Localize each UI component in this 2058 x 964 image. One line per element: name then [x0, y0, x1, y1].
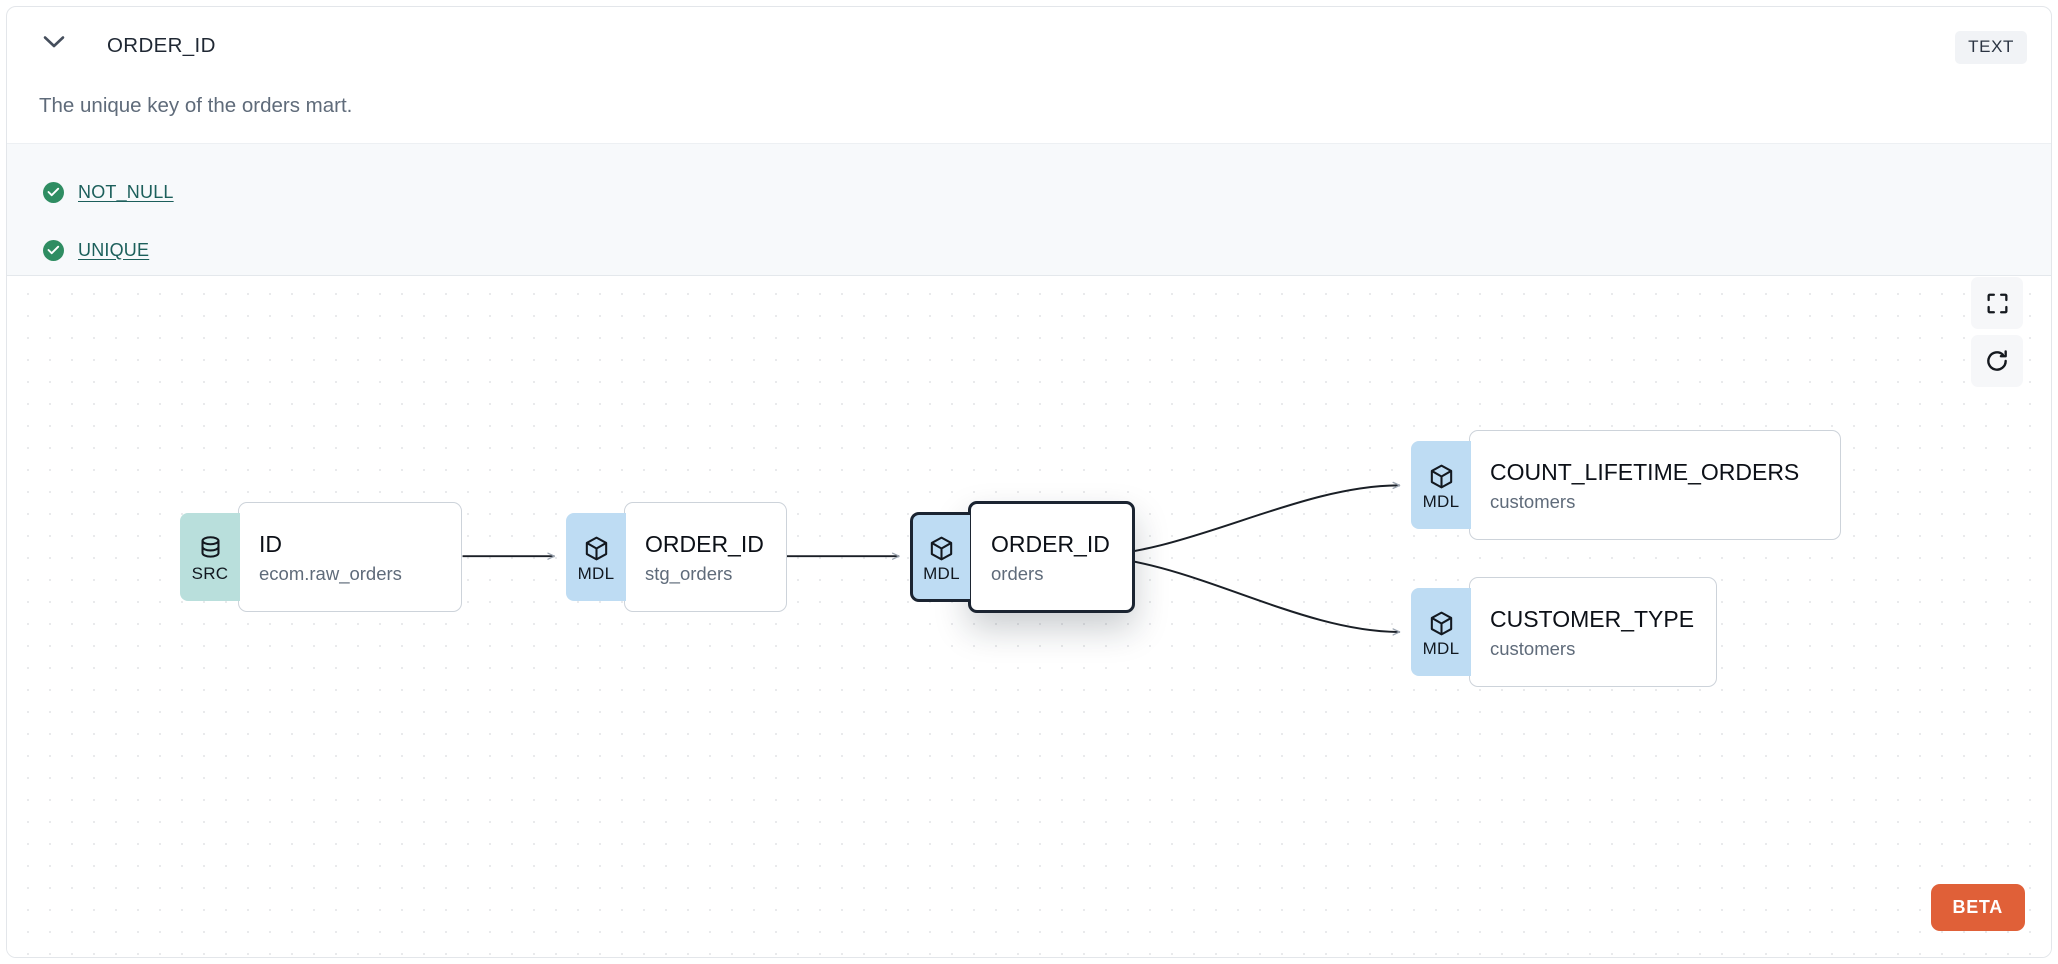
check-circle-icon: [43, 181, 64, 203]
node-parent-name: customers: [1490, 491, 1576, 513]
model-badge: MDL: [566, 513, 626, 601]
cube-icon: [1430, 611, 1452, 636]
node-kind-label: MDL: [577, 564, 615, 584]
node-body: ORDER_ID orders: [968, 501, 1135, 613]
lineage-node-count-lifetime-orders[interactable]: MDL COUNT_LIFETIME_ORDERS customers: [1411, 430, 1841, 540]
column-detail-panel: ORDER_ID TEXT The unique key of the orde…: [6, 6, 2052, 958]
node-body: COUNT_LIFETIME_ORDERS customers: [1469, 430, 1841, 540]
panel-header: ORDER_ID TEXT: [7, 7, 2051, 75]
chevron-down-icon[interactable]: [39, 31, 69, 53]
tests-section: NOT_NULL UNIQUE: [7, 143, 2051, 276]
test-link-not-null[interactable]: NOT_NULL: [78, 181, 174, 202]
lineage-node-src-id[interactable]: SRC ID ecom.raw_orders: [180, 502, 462, 612]
fit-view-icon: [1987, 293, 2007, 313]
page-title: ORDER_ID: [107, 34, 216, 57]
node-column-name: ORDER_ID: [991, 531, 1110, 558]
reset-button[interactable]: [1971, 335, 2023, 387]
node-column-name: CUSTOMER_TYPE: [1490, 606, 1695, 633]
node-parent-name: orders: [991, 563, 1044, 585]
node-column-name: ID: [259, 531, 282, 558]
cube-icon: [585, 536, 607, 561]
cube-icon: [1430, 464, 1452, 489]
node-column-name: ORDER_ID: [645, 531, 764, 558]
refresh-icon: [1987, 350, 2007, 371]
node-parent-name: customers: [1490, 638, 1576, 660]
column-description: The unique key of the orders mart.: [39, 94, 353, 117]
source-badge: SRC: [180, 513, 240, 601]
node-kind-label: MDL: [1422, 639, 1460, 659]
lineage-node-stg-orders[interactable]: MDL ORDER_ID stg_orders: [566, 502, 787, 612]
cube-icon: [930, 536, 953, 561]
node-column-name: COUNT_LIFETIME_ORDERS: [1490, 459, 1800, 486]
node-body: CUSTOMER_TYPE customers: [1469, 577, 1718, 687]
node-body: ORDER_ID stg_orders: [624, 502, 787, 612]
model-badge: MDL: [1411, 588, 1471, 676]
test-row: UNIQUE: [7, 221, 2051, 279]
lineage-edges: [462, 481, 1401, 636]
test-link-unique[interactable]: UNIQUE: [78, 239, 150, 260]
beta-badge[interactable]: BETA: [1930, 884, 2025, 931]
node-parent-name: stg_orders: [645, 563, 733, 585]
lineage-node-customer-type[interactable]: MDL CUSTOMER_TYPE customers: [1411, 577, 1718, 687]
test-row: NOT_NULL: [7, 163, 2051, 221]
database-icon: [200, 536, 220, 558]
fit-view-button[interactable]: [1971, 277, 2023, 329]
model-badge: MDL: [1411, 441, 1471, 529]
node-kind-label: MDL: [1422, 492, 1460, 512]
data-type-badge: TEXT: [1955, 31, 2027, 64]
check-circle-icon: [43, 239, 64, 261]
node-body: ID ecom.raw_orders: [238, 502, 462, 612]
node-parent-name: ecom.raw_orders: [259, 563, 402, 585]
node-kind-label: MDL: [923, 564, 960, 584]
lineage-node-orders-selected[interactable]: MDL ORDER_ID orders: [910, 501, 1135, 613]
node-kind-label: SRC: [191, 564, 229, 584]
model-badge: MDL: [910, 512, 970, 602]
lineage-canvas[interactable]: SRC ID ecom.raw_orders MDL ORDER_ID stg_…: [7, 277, 2051, 957]
canvas-controls: [1971, 277, 2023, 387]
